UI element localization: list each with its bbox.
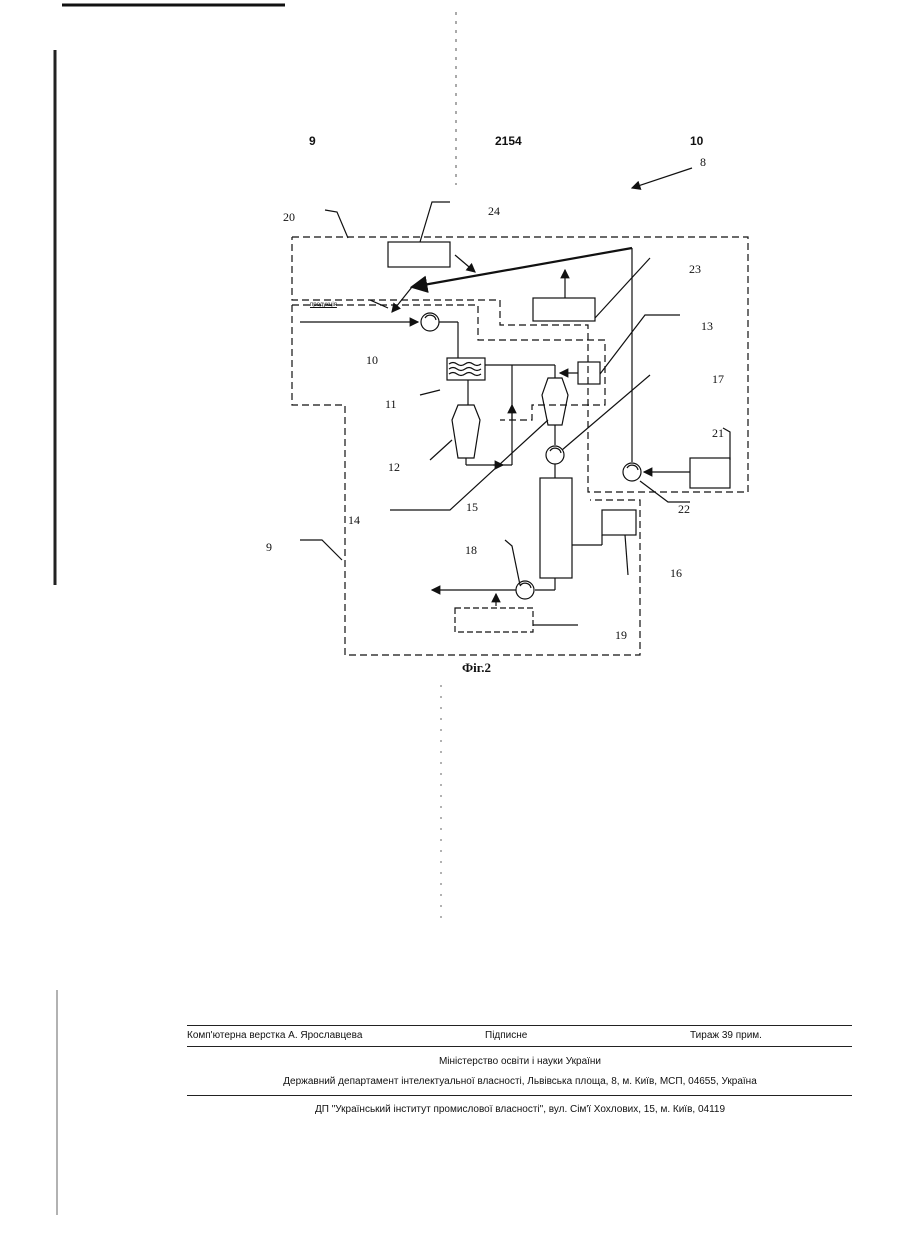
ref-14: 14 — [348, 513, 360, 528]
ref-17: 17 — [712, 372, 724, 387]
ref-21: 21 — [712, 426, 724, 441]
footer-rule-top — [187, 1025, 852, 1026]
ref-10: 10 — [366, 353, 378, 368]
ref-18: 18 — [465, 543, 477, 558]
footer-rule-mid — [187, 1046, 852, 1047]
block-19 — [455, 608, 533, 632]
block-24 — [388, 242, 450, 267]
ref-12: 12 — [388, 460, 400, 475]
product-label: продукція — [310, 302, 337, 308]
block-13 — [578, 362, 600, 384]
ref-22: 22 — [678, 502, 690, 517]
ref-arrow-8 — [632, 168, 692, 188]
ref-20: 20 — [283, 210, 295, 225]
footer-typesetting: Комп'ютерна верстка А. Ярославцева — [187, 1030, 362, 1041]
ref-13: 13 — [701, 319, 713, 334]
reactor-12 — [452, 405, 480, 458]
ref-8: 8 — [700, 155, 706, 170]
footer-rule-bottom — [187, 1095, 852, 1096]
footer-signed: Підписне — [485, 1030, 527, 1041]
ref-24: 24 — [488, 204, 500, 219]
footer-department: Державний департамент інтелектуальної вл… — [0, 1076, 900, 1087]
ref-19: 19 — [615, 628, 627, 643]
footer-circulation: Тираж 39 прим. — [690, 1030, 762, 1041]
ref-16: 16 — [670, 566, 682, 581]
ref-23: 23 — [689, 262, 701, 277]
column-15 — [540, 478, 572, 578]
ref-9: 9 — [266, 540, 272, 555]
block-23 — [533, 298, 595, 321]
block-16 — [602, 510, 636, 535]
block-21 — [690, 458, 730, 488]
separator-14 — [542, 378, 568, 425]
footer-institute: ДП "Український інститут промислової вла… — [0, 1104, 900, 1115]
figure-caption: Фіг.2 — [462, 660, 491, 676]
ref-15: 15 — [466, 500, 478, 515]
footer-ministry: Міністерство освіти і науки України — [0, 1056, 900, 1067]
ref-11: 11 — [385, 397, 397, 412]
